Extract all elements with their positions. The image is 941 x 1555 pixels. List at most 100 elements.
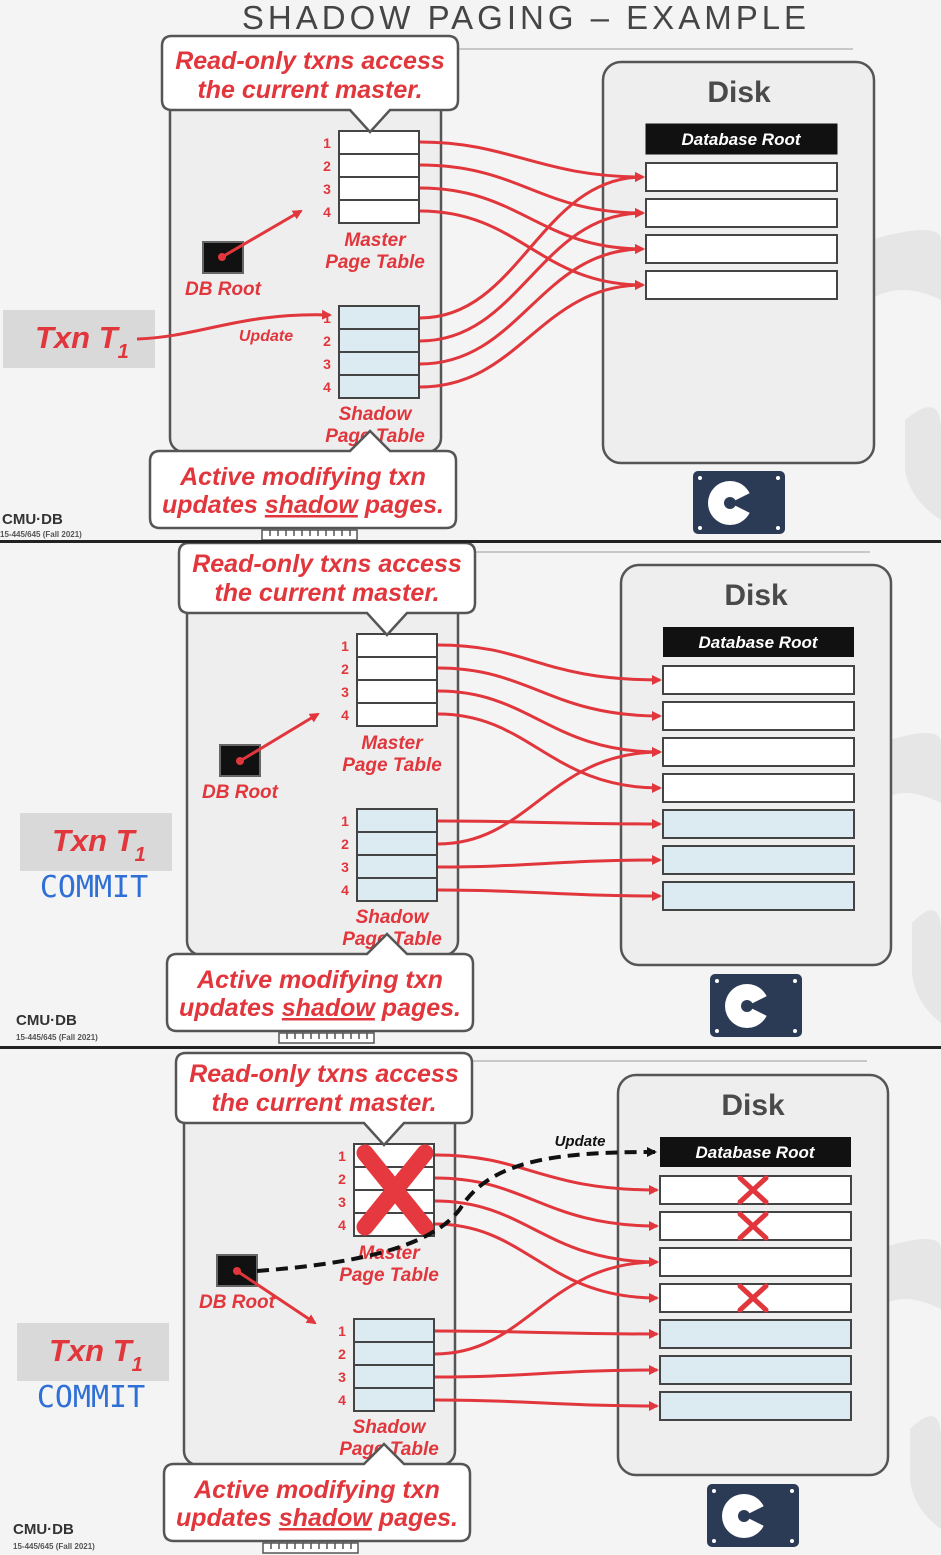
shadow-label: Shadow [339,404,413,425]
disk-shadow-page [659,1319,852,1349]
page-number: 3 [338,1369,346,1385]
txn-update-arrow [136,309,332,341]
master-pointer-arrows [434,1153,659,1303]
slide-root-update: Disk Database Root 1 2 3 4 Master Page T… [0,1049,941,1555]
disk-label: Disk [724,579,788,612]
shadow-page-table [338,305,420,399]
hard-disk-icon [710,974,802,1037]
database-root-label: Database Root [698,633,818,652]
shadow-label: Shadow [353,1417,427,1438]
database-root-label: Database Root [695,1143,815,1162]
page-number: 1 [341,638,349,654]
page-number: 3 [338,1194,346,1210]
page-number: 4 [323,379,331,395]
page-number: 2 [323,158,331,174]
disk-label: Disk [707,76,771,109]
background-swoosh [878,1239,941,1309]
disk-page [645,198,838,228]
commit-label: COMMIT [40,870,148,905]
db-root-pointer-arrow [221,209,303,259]
hard-disk-icon [693,471,785,534]
db-root-label: DB Root [199,1292,276,1313]
active-txn-callout [162,1442,472,1543]
callout-top-line: Read-only txns access [192,550,462,578]
disk-page [645,270,838,300]
comb-decoration [278,1032,375,1044]
page-number: 3 [323,181,331,197]
shadow-pointer-arrows [419,172,645,389]
callout-top-line: Read-only txns access [189,1060,459,1088]
read-only-callout [177,543,477,637]
txn-box [3,310,155,368]
master-table-x-mark [356,1144,434,1236]
master-label: Page Table [342,755,442,776]
page-number: 4 [323,204,331,220]
callout-bottom-line1: Active modifying txn [179,463,426,491]
master-page-table [338,130,420,224]
shadow-label: Shadow [356,907,430,928]
disk-page [645,162,838,192]
background-swoosh [905,407,941,520]
disk-page [662,773,855,803]
cmu-db-logo: CMU·DB [16,1012,77,1029]
read-only-callout [174,1051,474,1147]
master-label: Page Table [339,1265,439,1286]
commit-label: COMMIT [37,1380,145,1415]
callout-top-line: the current master. [197,76,422,104]
callout-top-line: the current master. [214,579,439,607]
disk-shadow-page [662,809,855,839]
callout-top-line: the current master. [211,1089,436,1117]
background-swoosh [910,1416,941,1529]
page-number: 2 [338,1171,346,1187]
db-root-label: DB Root [185,279,262,300]
read-only-callout [160,34,460,134]
disk-page [659,1247,852,1277]
page-number: 1 [323,310,331,326]
txn-label: Txn T1 [49,1333,143,1376]
slide-txn-update: SHADOW PAGING – EXAMPLE Disk Database Ro… [0,0,941,540]
master-label: Master [344,230,407,251]
database-root-box [663,627,854,657]
slide-divider [0,540,941,543]
db-root-label: DB Root [202,782,279,803]
master-label: Page Table [325,252,425,273]
cmu-db-logo: CMU·DB [13,1521,74,1538]
background-swoosh [912,910,941,1023]
page-number: 1 [323,135,331,151]
master-label: Master [358,1243,421,1264]
cmu-db-logo: CMU·DB [2,511,63,528]
page-number: 2 [323,333,331,349]
txn-label: Txn T1 [35,320,129,363]
page-number: 2 [341,836,349,852]
master-pointer-arrows [437,643,662,793]
comb-decoration [261,529,358,540]
callout-bottom-line2: updates shadow pages. [176,1504,458,1532]
slide-title: SHADOW PAGING – EXAMPLE [242,0,810,36]
callout-bottom-line1: Active modifying txn [196,966,443,994]
disk-page-obsolete [659,1211,852,1241]
master-page-table [356,633,438,727]
active-txn-callout [165,932,475,1033]
callout-bottom-line1: Active modifying txn [193,1476,440,1504]
page-number: 1 [338,1148,346,1164]
obsolete-page-x-marks [737,1175,769,1313]
shadow-pointer-arrows [434,1257,659,1411]
hard-disk-icon [707,1484,799,1547]
comb-decoration [262,1542,359,1554]
slide-txn-commit: Disk Database Root 1 2 3 4 Master Page T… [0,543,941,1046]
background-swoosh [870,230,941,300]
txn-label: Txn T1 [52,823,146,866]
page-number: 4 [338,1392,346,1408]
root-update-label: Update [555,1133,606,1150]
course-label: 15-445/645 (Fall 2021) [0,530,82,539]
background-swoosh [880,733,941,803]
course-label: 15-445/645 (Fall 2021) [16,1033,98,1042]
disk-shadow-page [662,845,855,875]
disk-shadow-page [662,881,855,911]
db-root-pointer-arrow [236,1269,317,1325]
page-number: 2 [338,1346,346,1362]
page-number: 1 [341,813,349,829]
disk-page [662,737,855,767]
slide-divider [0,1046,941,1049]
page-number: 4 [338,1217,346,1233]
